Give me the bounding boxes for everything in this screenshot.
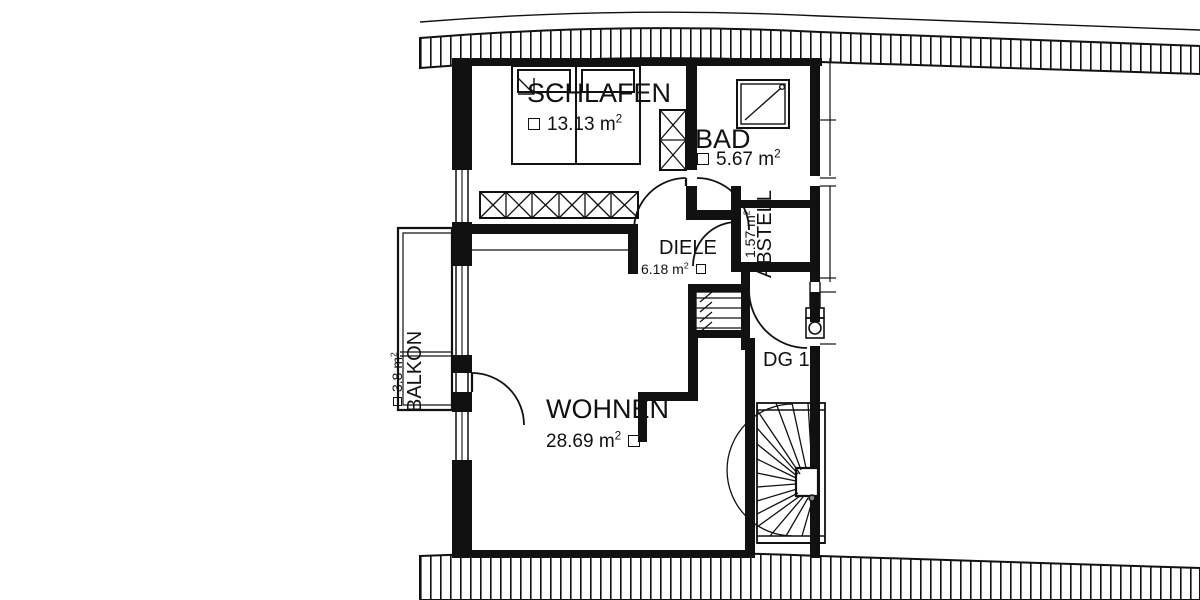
abstell-area-unit: m bbox=[742, 215, 758, 227]
room-label-balkon-name: BALKON bbox=[404, 330, 426, 412]
exterior-walls bbox=[452, 58, 822, 558]
room-label-abstell-name: ABSTELL bbox=[754, 190, 776, 278]
wc-fixture bbox=[805, 282, 825, 339]
unit-identifier-label: DG 1 bbox=[763, 349, 810, 371]
balkon-area-exponent: 2 bbox=[388, 352, 399, 357]
interior-walls bbox=[472, 58, 811, 558]
room-label-diele-name: DIELE bbox=[659, 237, 717, 259]
area-marker-icon-abstell bbox=[745, 263, 755, 272]
diele-area-unit: m bbox=[672, 261, 684, 277]
room-label-bad-area: 5.67 m2 bbox=[697, 147, 781, 170]
window-openings-left bbox=[455, 170, 469, 460]
wohnen-area-value: 28.69 bbox=[546, 431, 594, 452]
auxiliary-lines bbox=[400, 58, 836, 357]
winder-staircase bbox=[726, 402, 826, 544]
room-label-diele-area: 6.18 m2 bbox=[641, 260, 706, 277]
hatched-panel-vertical bbox=[659, 109, 687, 171]
door-swings bbox=[470, 177, 808, 426]
room-label-abstell-area: 1.57 m2 bbox=[741, 210, 758, 272]
wohnen-area-exponent: 2 bbox=[614, 429, 622, 443]
bad-area-value: 5.67 bbox=[716, 149, 753, 170]
schlafen-area-value: 13.13 bbox=[547, 114, 595, 135]
area-marker-icon-diele bbox=[695, 264, 706, 275]
diele-area-exponent: 2 bbox=[683, 260, 689, 271]
schlafen-area-unit: m bbox=[599, 114, 616, 135]
bad-area-unit: m bbox=[758, 149, 775, 170]
room-label-schlafen-area: 13.13 m2 bbox=[528, 112, 623, 135]
room-label-bad-name: BAD bbox=[695, 124, 751, 154]
area-marker-icon-bad bbox=[697, 152, 709, 165]
area-marker-icon-wohnen bbox=[628, 434, 641, 447]
area-marker-icon-balkon bbox=[392, 397, 402, 406]
balcony-outline bbox=[396, 226, 454, 412]
schlafen-area-exponent: 2 bbox=[615, 112, 623, 126]
room-label-balkon-area: 3.8 m2 bbox=[388, 352, 405, 406]
shower-tray bbox=[736, 79, 790, 129]
area-marker-icon-schlafen bbox=[528, 117, 540, 130]
roof-eave-band-bottom bbox=[419, 551, 1200, 600]
room-label-wohnen-name: WOHNEN bbox=[546, 394, 669, 424]
wohnen-area-unit: m bbox=[598, 431, 615, 452]
diele-area-value: 6.18 bbox=[641, 261, 669, 277]
balkon-area-value: 3.8 bbox=[389, 372, 405, 392]
bad-area-exponent: 2 bbox=[774, 147, 781, 161]
bed-furniture bbox=[511, 65, 641, 165]
room-label-schlafen-name: SCHLAFEN bbox=[527, 78, 672, 108]
wardrobe-closet bbox=[479, 191, 639, 219]
shelf-unit bbox=[695, 291, 745, 337]
balkon-area-unit: m bbox=[389, 356, 405, 369]
abstell-area-value: 1.57 bbox=[742, 230, 758, 258]
abstell-area-exponent: 2 bbox=[741, 210, 752, 216]
room-label-wohnen-area: 28.69 m2 bbox=[546, 429, 641, 452]
